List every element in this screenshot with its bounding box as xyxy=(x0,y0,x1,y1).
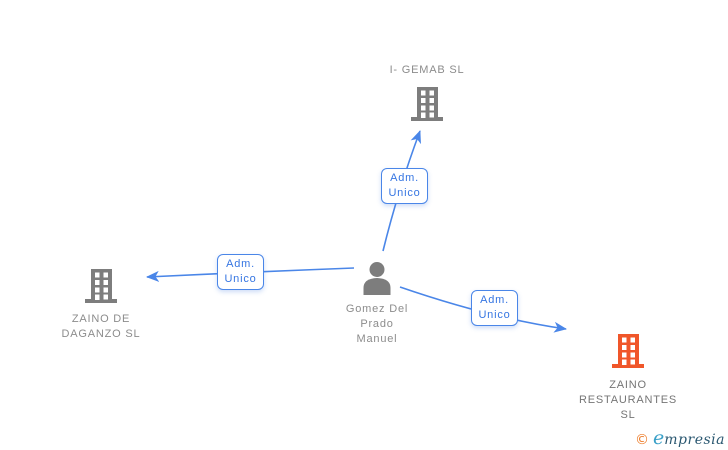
empresia-logo[interactable]: ©empresia xyxy=(635,427,725,449)
empresia-logo-initial: e xyxy=(653,427,665,449)
person-icon xyxy=(362,261,392,300)
building-icon xyxy=(610,334,646,373)
edge-label-adm-unico-left: Adm. Unico xyxy=(217,254,264,290)
person-label: Gomez Del Prado Manuel xyxy=(345,303,409,345)
edge-label-adm-unico-top: Adm. Unico xyxy=(381,168,428,204)
company-node-zaino-restaurantes[interactable]: ZAINO RESTAURANTES SL xyxy=(548,334,708,423)
company-node-zaino-daganzo[interactable]: ZAINO DE DAGANZO SL xyxy=(21,269,181,342)
person-node-gomez-del-prado[interactable]: Gomez Del Prado Manuel xyxy=(297,261,457,347)
building-icon xyxy=(83,269,119,308)
building-icon xyxy=(409,87,445,126)
copyright-icon: © xyxy=(635,432,650,448)
company-label: ZAINO DE DAGANZO SL xyxy=(61,313,141,340)
edge-label-adm-unico-right: Adm. Unico xyxy=(471,290,518,326)
company-label: I- GEMAB SL xyxy=(389,64,465,76)
company-node-gemab[interactable]: I- GEMAB SL xyxy=(347,63,507,126)
empresia-logo-text: mpresia xyxy=(664,432,725,448)
company-label: ZAINO RESTAURANTES SL xyxy=(578,379,678,421)
